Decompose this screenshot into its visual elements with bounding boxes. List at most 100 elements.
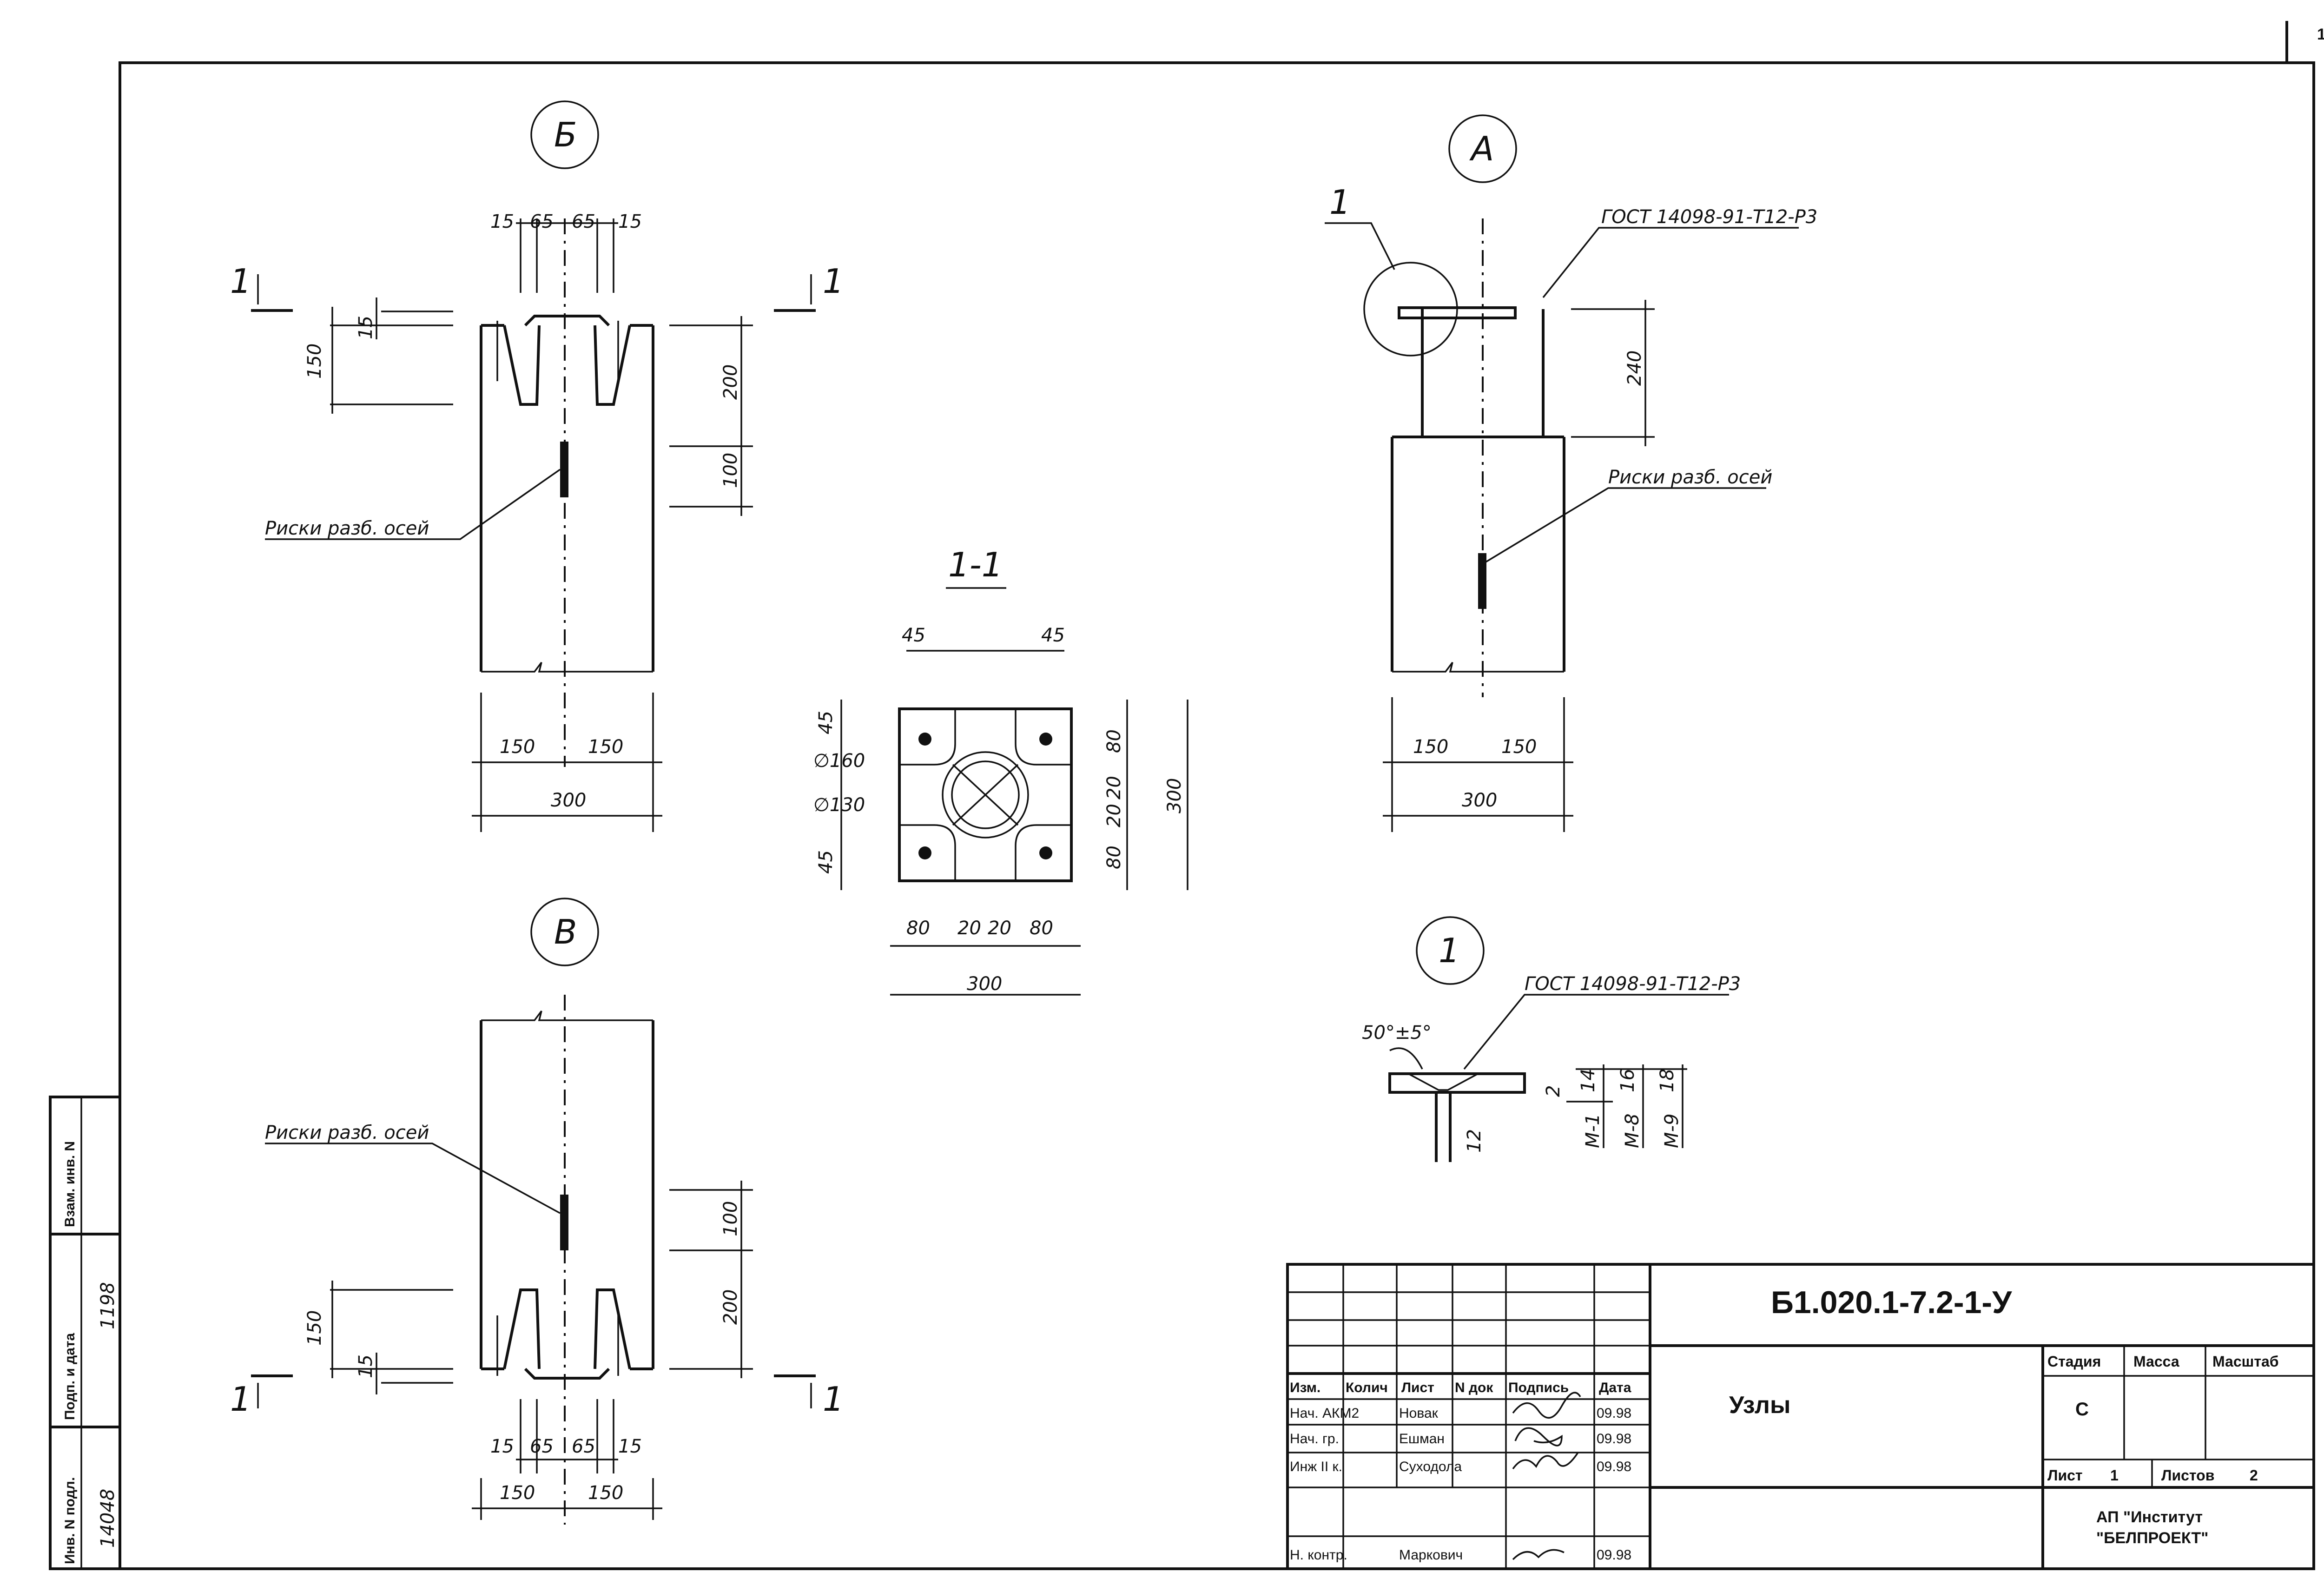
view-v-dim-3: 150 xyxy=(304,1310,325,1346)
tb-row-2-date: 09.98 xyxy=(1597,1431,1631,1447)
detail-1-dim-5: 12 xyxy=(1464,1129,1485,1153)
tb-row-1-name: Новак xyxy=(1399,1406,1439,1421)
view-a: А 1 ГОСТ 14098-91-Т12-Р3 240 Риски разб.… xyxy=(1325,114,1817,832)
tb-stage-label: Стадия xyxy=(2047,1353,2101,1370)
detail-1-mark-3: М-9 xyxy=(1661,1114,1683,1148)
view-b-label: Б xyxy=(554,115,577,154)
view-b-dim-9: 150 xyxy=(500,736,535,758)
view-b-dim-10: 150 xyxy=(588,736,623,758)
detail-1-mark-1: М-1 xyxy=(1582,1114,1604,1148)
view-a-label: А xyxy=(1469,129,1494,168)
view-a-dim-3: 150 xyxy=(1501,736,1537,758)
side-stamp-label-2: Подп. и дата xyxy=(62,1333,78,1420)
tb-header-podpis: Подпись xyxy=(1508,1380,1569,1395)
view-a-dim-2: 150 xyxy=(1413,736,1448,758)
view-b-dim-8: 100 xyxy=(720,453,741,488)
view-b-dim-5: 15 xyxy=(355,316,376,339)
detail-1-dim-2: 14 xyxy=(1578,1069,1599,1092)
tb-row-3-date: 09.98 xyxy=(1597,1459,1631,1474)
tb-header-kolich: Колич xyxy=(1346,1380,1388,1395)
tb-header-ndok: N док xyxy=(1455,1380,1493,1395)
detail-1-dim-3: 16 xyxy=(1617,1069,1638,1092)
view-a-gost: ГОСТ 14098-91-Т12-Р3 xyxy=(1601,206,1817,228)
section-dim-2: 45 xyxy=(1041,625,1065,646)
view-v-label: В xyxy=(554,912,577,951)
tb-scale-label: Масштаб xyxy=(2212,1353,2279,1370)
detail-1-mark-2: М-8 xyxy=(1622,1114,1643,1148)
view-b-callout-circle xyxy=(530,100,599,169)
view-b-section-right: 1 xyxy=(823,262,844,301)
tb-code: Б1.020.1-7.2-1-У xyxy=(1771,1285,2012,1320)
view-b-dim-6: 150 xyxy=(304,344,325,379)
page-number: 139 xyxy=(2317,26,2324,43)
view-b-dim-11: 300 xyxy=(551,790,586,811)
view-b-section-left: 1 xyxy=(230,262,251,301)
view-v: В 100 200 150 15 15 65 65 15 150 150 xyxy=(230,898,844,1525)
view-a-callout: 1 xyxy=(1329,183,1351,222)
view-b-dim-2: 65 xyxy=(530,211,554,232)
view-b-dim-4: 15 xyxy=(618,211,642,232)
side-stamp-value-1: 14048 xyxy=(97,1489,119,1548)
view-v-dim-1: 100 xyxy=(720,1201,741,1236)
section-dim-3: 45 xyxy=(815,711,837,734)
tb-header-data: Дата xyxy=(1599,1380,1631,1395)
tb-sheet-label: Лист xyxy=(2047,1467,2083,1484)
section-dim-6: 20 xyxy=(957,918,981,939)
view-v-dim-5: 15 xyxy=(490,1436,514,1457)
view-v-axis-mark xyxy=(560,1195,568,1250)
tb-mass-label: Масса xyxy=(2133,1353,2179,1370)
view-v-dim-2: 200 xyxy=(720,1289,741,1325)
view-v-dim-4: 15 xyxy=(355,1354,376,1378)
section-dia130: ∅130 xyxy=(813,794,865,816)
tb-header-izm: Изм. xyxy=(1290,1380,1320,1395)
tb-sheets-label: Листов xyxy=(2161,1467,2214,1484)
detail-1-dim-1: 2 xyxy=(1543,1085,1564,1097)
section-1-1: 1-1 45 45 45 45 80 20 20 80 80 20 20 80 … xyxy=(813,545,1188,996)
tb-org-line2: "БЕЛПРОЕКТ" xyxy=(2096,1529,2208,1547)
view-b: Б 15 65 65 15 15 150 200 100 xyxy=(230,100,844,832)
section-1-1-label: 1-1 xyxy=(948,545,1003,584)
section-dim-13: 300 xyxy=(967,973,1002,995)
tb-stage: С xyxy=(2075,1399,2089,1420)
section-dim-12: 80 xyxy=(1103,846,1125,869)
tb-sheet: 1 xyxy=(2110,1467,2119,1484)
view-v-dim-7: 65 xyxy=(572,1436,595,1457)
tb-row-2-role: Нач. гр. xyxy=(1290,1431,1339,1447)
view-b-dim-3: 65 xyxy=(572,211,595,232)
section-dia160: ∅160 xyxy=(813,750,865,772)
side-stamp-label-1: Инв. N подл. xyxy=(62,1477,78,1564)
side-stamp-label-3: Взам. инв. N xyxy=(62,1141,78,1227)
view-a-axis-mark xyxy=(1478,553,1486,609)
tb-org-line1: АП "Институт xyxy=(2096,1508,2203,1526)
tb-header-list: Лист xyxy=(1401,1380,1434,1395)
side-stamp: Инв. N подл. Подп. и дата Взам. инв. N 1… xyxy=(49,1096,121,1570)
detail-1-gost: ГОСТ 14098-91-Т12-Р3 xyxy=(1525,973,1741,995)
section-dim-10: 20 xyxy=(1103,776,1125,799)
section-dim-11: 20 xyxy=(1103,804,1125,827)
view-a-note: Риски разб. осей xyxy=(1608,467,1772,488)
detail-1-label: 1 xyxy=(1439,931,1460,970)
view-b-axis-mark xyxy=(560,442,568,497)
detail-1: 1 ГОСТ 14098-91-Т12-Р3 50°±5° 2 14 16 18… xyxy=(1362,916,1741,1162)
tb-row-1-date: 09.98 xyxy=(1597,1406,1631,1421)
tb-row-4-date: 09.98 xyxy=(1597,1547,1631,1563)
section-dim-1: 45 xyxy=(902,625,925,646)
sheet-frame xyxy=(119,61,2315,1570)
view-v-section-left: 1 xyxy=(230,1380,251,1419)
view-v-note: Риски разб. осей xyxy=(265,1122,429,1143)
view-v-dim-9: 150 xyxy=(500,1482,535,1504)
view-b-note: Риски разб. осей xyxy=(265,518,429,539)
tb-sheets: 2 xyxy=(2250,1467,2258,1484)
view-a-dim-4: 300 xyxy=(1462,790,1497,811)
tb-name: Узлы xyxy=(1729,1392,1790,1419)
view-v-dim-8: 15 xyxy=(618,1436,642,1457)
view-b-dim-7: 200 xyxy=(720,364,741,400)
detail-1-angle: 50°±5° xyxy=(1362,1022,1432,1044)
tb-row-4-name: Маркович xyxy=(1399,1547,1463,1563)
view-v-dim-10: 150 xyxy=(588,1482,623,1504)
view-v-section-right: 1 xyxy=(823,1380,844,1419)
tb-row-1-role: Нач. АКМ2 xyxy=(1290,1406,1359,1421)
tb-row-4-role: Н. контр. xyxy=(1290,1547,1347,1563)
tb-row-2-name: Ешман xyxy=(1399,1431,1445,1447)
